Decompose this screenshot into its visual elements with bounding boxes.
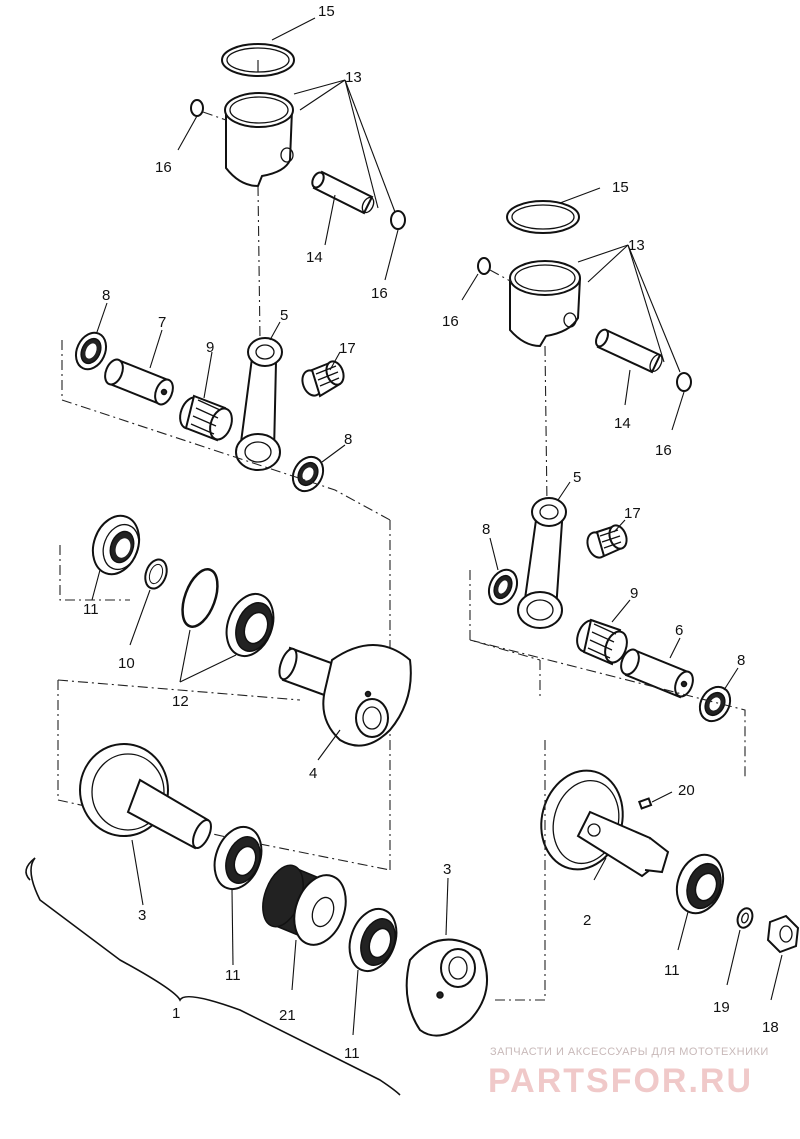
label-9-right: 9 xyxy=(630,585,638,602)
circlip-16-right-a xyxy=(477,257,491,275)
crank-pin-7 xyxy=(104,358,174,406)
label-8-right-a: 8 xyxy=(482,521,490,538)
label-13-left: 13 xyxy=(345,69,362,86)
label-4: 4 xyxy=(309,765,317,782)
needle-bearing-17-right xyxy=(586,524,628,559)
crank-half-3-lower-left xyxy=(79,743,212,850)
washer-19 xyxy=(736,907,754,929)
circlip-16-left-b xyxy=(390,210,406,230)
label-16-left-a: 16 xyxy=(155,159,172,176)
thrust-washer-8-right-b xyxy=(698,685,732,723)
label-17-left: 17 xyxy=(339,340,356,357)
label-3-left: 3 xyxy=(138,907,146,924)
label-7: 7 xyxy=(158,314,166,331)
thrust-washer-8-right-a xyxy=(487,568,519,606)
label-13-right: 13 xyxy=(628,237,645,254)
label-10: 10 xyxy=(118,655,135,672)
label-19: 19 xyxy=(713,999,730,1016)
main-bearing-11-upper xyxy=(91,514,141,576)
label-18: 18 xyxy=(762,1019,779,1036)
circlip-16-right-b xyxy=(676,372,692,392)
label-11-lower-b: 11 xyxy=(344,1045,360,1062)
label-11-right: 11 xyxy=(664,962,680,979)
labyrinth-seal-21 xyxy=(262,864,347,946)
label-14-left: 14 xyxy=(306,249,323,266)
bearing-12 xyxy=(225,593,275,657)
watermark-logo: PARTSFOR.RU xyxy=(488,1062,753,1100)
thrust-washer-8-left-a xyxy=(74,331,108,371)
label-16-right-a: 16 xyxy=(442,313,459,330)
piston-pin-14-left xyxy=(311,170,375,215)
needle-bearing-9-left xyxy=(179,394,233,442)
label-11-lower-a: 11 xyxy=(225,967,241,984)
crank-pin-6 xyxy=(620,648,694,699)
label-6: 6 xyxy=(675,622,683,639)
piston-left xyxy=(224,92,294,188)
label-11-upper: 11 xyxy=(83,601,99,618)
label-16-right-b: 16 xyxy=(655,442,672,459)
label-20: 20 xyxy=(678,782,695,799)
label-8-left-b: 8 xyxy=(344,431,352,448)
needle-bearing-9-right xyxy=(576,618,628,666)
main-bearing-11-right xyxy=(675,853,725,915)
thrust-washer-8-left-b xyxy=(291,455,325,493)
piston-right xyxy=(509,260,581,348)
main-bearing-11-lower-a xyxy=(213,826,263,890)
main-bearing-11-lower-b xyxy=(348,908,398,972)
label-9-left: 9 xyxy=(206,339,214,356)
label-5-right: 5 xyxy=(573,469,581,486)
label-8-right-b: 8 xyxy=(737,652,745,669)
needle-bearing-17-left xyxy=(301,360,345,398)
label-17-right: 17 xyxy=(624,505,641,522)
snap-ring-12 xyxy=(181,568,219,628)
label-15-left: 15 xyxy=(318,3,335,20)
label-21: 21 xyxy=(279,1007,296,1024)
connecting-rod-5-right xyxy=(517,497,567,629)
label-2: 2 xyxy=(583,912,591,929)
piston-ring-15-right xyxy=(506,200,580,234)
nut-18 xyxy=(766,914,800,954)
label-3-right: 3 xyxy=(443,861,451,878)
circlip-16-left-a xyxy=(190,99,204,117)
label-5-left: 5 xyxy=(280,307,288,324)
woodruff-key-20 xyxy=(637,797,653,810)
retaining-ring-10 xyxy=(144,558,168,590)
label-8-left-a: 8 xyxy=(102,287,110,304)
label-1: 1 xyxy=(172,1005,180,1022)
label-12: 12 xyxy=(172,693,189,710)
connecting-rod-5-left xyxy=(235,337,283,471)
label-16-left-b: 16 xyxy=(371,285,388,302)
piston-pin-14-right xyxy=(595,328,663,374)
label-15-right: 15 xyxy=(612,179,629,196)
label-14-right: 14 xyxy=(614,415,631,432)
crank-half-4 xyxy=(278,644,412,747)
crank-half-3-lower-right xyxy=(405,938,488,1037)
crank-half-2 xyxy=(540,769,670,878)
watermark-subtitle: ЗАПЧАСТИ И АКСЕССУАРЫ ДЛЯ МОТОТЕХНИКИ xyxy=(490,1046,769,1058)
